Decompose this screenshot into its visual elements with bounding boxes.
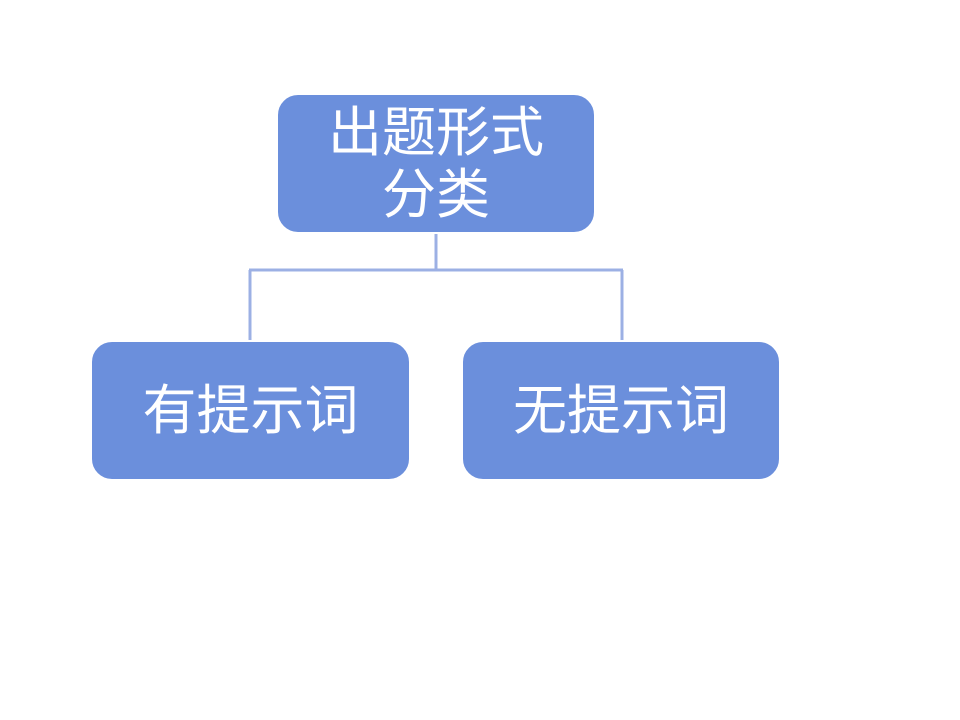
root-node: 出题形式 分类 [276, 93, 596, 234]
child-node-with-hint: 有提示词 [90, 340, 411, 481]
child-node-without-hint: 无提示词 [461, 340, 781, 481]
